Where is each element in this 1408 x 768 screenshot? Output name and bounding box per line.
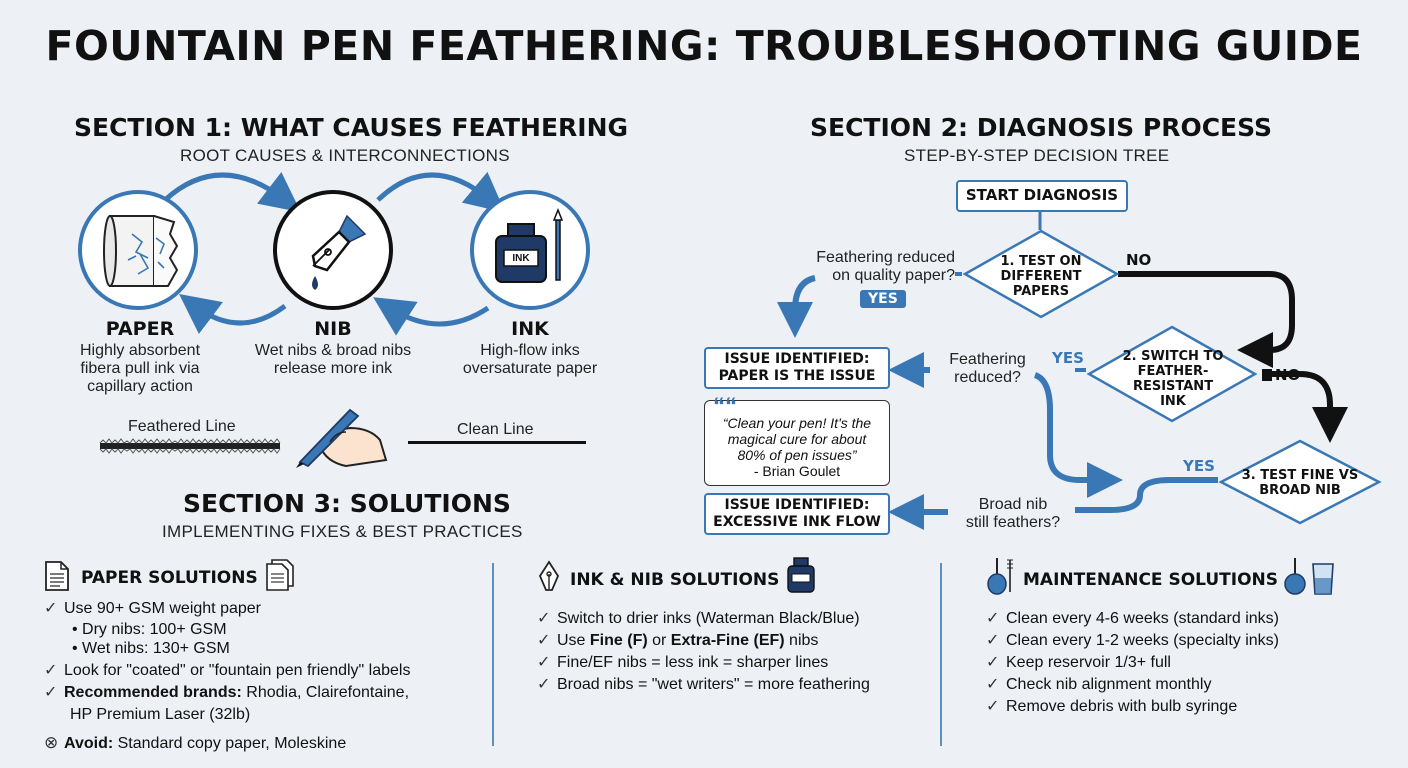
list-item: ✓Broad nibs = "wet writers" = more feath… (537, 674, 870, 696)
step3-text: 3. TEST FINE VS BROAD NIB (1241, 468, 1359, 498)
nib-label: NIB (314, 318, 352, 340)
q3-yes-label: YES (1183, 457, 1215, 475)
check-icon: ✓ (986, 654, 1000, 671)
q1-yes-badge: YES (860, 290, 906, 308)
ink-bottle-label: INK (512, 253, 530, 264)
ink-cause-circle: INK (470, 190, 590, 310)
documents-stack-icon (266, 559, 294, 591)
check-icon: ✓ (537, 676, 551, 693)
paper-desc: Highly absorbent fibera pull ink via cap… (79, 342, 201, 395)
check-icon: ✓ (537, 610, 551, 627)
maintenance-solutions-list: ✓Clean every 4-6 weeks (standard inks) ✓… (986, 608, 1279, 718)
list-item: ✓Look for "coated" or "fountain pen frie… (44, 660, 410, 682)
q3-text: Broad nib still feathers? (965, 496, 1061, 531)
paper-cause-circle (78, 190, 198, 310)
step2-text: 2. SWITCH TO FEATHER- RESISTANT INK (1122, 349, 1224, 409)
list-item: ✓Remove debris with bulb syringe (986, 696, 1279, 718)
feathered-line (99, 438, 281, 454)
list-item: ✓Use 90+ GSM weight paper (44, 598, 410, 620)
list-item: ✓Keep reservoir 1/3+ full (986, 652, 1279, 674)
list-item: ✓Switch to drier inks (Waterman Black/Bl… (537, 608, 870, 630)
list-item: ✓Recommended brands: Rhodia, Clairefonta… (44, 682, 410, 704)
check-icon: ✓ (44, 600, 58, 617)
section3-subtitle: IMPLEMENTING FIXES & BEST PRACTICES (162, 522, 523, 541)
section3-title: SECTION 3: SOLUTIONS (183, 489, 511, 518)
document-icon (45, 561, 69, 591)
hand-writing-icon (296, 408, 388, 468)
nib-desc: Wet nibs & broad nibs release more ink (254, 342, 412, 377)
check-icon: ✓ (44, 684, 58, 701)
ink-nib-solutions-title: INK & NIB SOLUTIONS (570, 570, 780, 590)
paper-solutions-list: ✓Use 90+ GSM weight paper • Dry nibs: 10… (44, 598, 410, 755)
avoid-item: ⊗Avoid: Standard copy paper, Moleskine (44, 733, 347, 752)
q2-text: Feathering reduced? (949, 351, 1026, 386)
cleaning-tools-icon (1284, 558, 1334, 595)
check-icon: ✓ (537, 654, 551, 671)
paper-solutions-title: PAPER SOLUTIONS (81, 568, 258, 588)
decision-tree-connectors (777, 212, 1348, 530)
ink-nib-solutions-list: ✓Switch to drier inks (Waterman Black/Bl… (537, 608, 870, 696)
q2-yes-label: YES (1052, 349, 1084, 367)
nib-small-icon (538, 560, 560, 591)
bulb-syringe-icon (987, 558, 1013, 595)
feathered-line-label: Feathered Line (128, 418, 236, 435)
list-item: ✓Fine/EF nibs = less ink = sharper lines (537, 652, 870, 674)
step1-diamond (962, 229, 1120, 319)
nib-icon (311, 214, 367, 290)
maintenance-solutions-title: MAINTENANCE SOLUTIONS (1023, 570, 1279, 590)
check-icon: ✓ (537, 632, 551, 649)
step2-no-label: NO (1262, 366, 1300, 384)
section2-title: SECTION 2: DIAGNOSIS PROCESS (810, 113, 1273, 142)
clean-line (408, 441, 586, 444)
list-item: ✓Use Fine (F) or Extra-Fine (EF) nibs (537, 630, 870, 652)
list-subitem: • Dry nibs: 100+ GSM (72, 621, 227, 638)
nib-cause-circle (273, 190, 393, 310)
check-icon: ✓ (986, 698, 1000, 715)
section1-subtitle: ROOT CAUSES & INTERCONNECTIONS (180, 146, 510, 165)
start-diagnosis-box: START DIAGNOSIS (956, 180, 1128, 212)
page-title: FOUNTAIN PEN FEATHERING: TROUBLESHOOTING… (45, 22, 1363, 70)
issue-ink-flow-box: ISSUE IDENTIFIED: EXCESSIVE INK FLOW (704, 493, 890, 535)
column-divider (940, 563, 942, 746)
list-item-continued: HP Premium Laser (32lb) (70, 706, 251, 723)
list-item: ✓Clean every 1-2 weeks (specialty inks) (986, 630, 1279, 652)
paper-label: PAPER (105, 318, 175, 340)
section2-subtitle: STEP-BY-STEP DECISION TREE (904, 146, 1170, 165)
ink-desc: High-flow inks oversaturate paper (462, 342, 598, 377)
check-icon: ✓ (986, 610, 1000, 627)
no-marker (1262, 369, 1272, 381)
step1-text: 1. TEST ON DIFFERENT PAPERS (1000, 254, 1082, 299)
cross-circle-icon: ⊗ (44, 733, 59, 752)
step2-diamond (1086, 325, 1258, 423)
step1-no-label: NO (1126, 251, 1152, 269)
check-icon: ✓ (986, 632, 1000, 649)
list-subitem: • Wet nibs: 130+ GSM (72, 640, 230, 657)
ink-bottle-small-icon (787, 557, 815, 593)
list-item: ✓Check nib alignment monthly (986, 674, 1279, 696)
step3-diamond (1218, 439, 1382, 525)
quote-box: ““ “Clean your pen! It's the magical cur… (704, 393, 890, 486)
issue-paper-box: ISSUE IDENTIFIED: PAPER IS THE ISSUE (704, 347, 890, 389)
quote-mark-icon: ““ (713, 393, 737, 420)
ink-bottle-icon (495, 207, 564, 283)
section1-title: SECTION 1: WHAT CAUSES FEATHERING (74, 113, 629, 142)
q1-text: Feathering reduced on quality paper? (816, 249, 955, 284)
list-item: ✓Clean every 4-6 weeks (standard inks) (986, 608, 1279, 630)
cause-cycle-arrows (163, 171, 506, 336)
check-icon: ✓ (986, 676, 1000, 693)
check-icon: ✓ (44, 662, 58, 679)
paper-roll-icon (103, 215, 179, 287)
column-divider (492, 563, 494, 746)
clean-line-label: Clean Line (457, 421, 534, 438)
ink-label: INK (511, 318, 549, 340)
